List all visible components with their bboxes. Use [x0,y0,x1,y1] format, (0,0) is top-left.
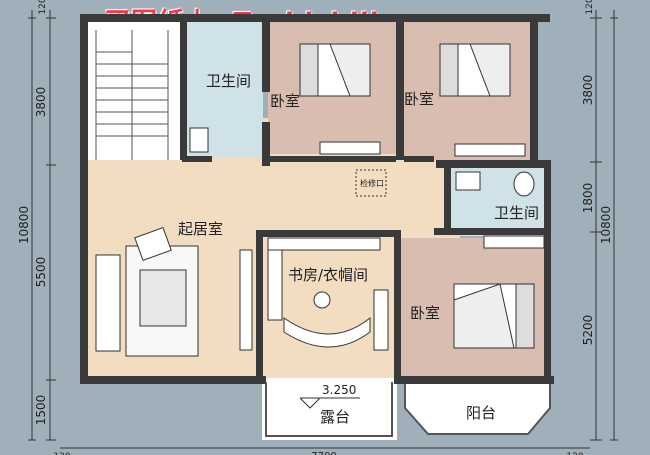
label-bathroom-right: 卫生间 [494,204,539,222]
dim-top-right: 120 [585,0,595,15]
label-terrace: 露台 [320,408,350,426]
dim-right-10800: 10800 [599,206,613,244]
dim-right-1800: 1800 [581,183,595,214]
room-labels: 卫生间 卧室 卧室 卫生间 起居室 书房/衣帽间 卧室 露台 阳台 [178,72,539,426]
dim-left-1500: 1500 [34,395,48,426]
study-chair [313,291,331,309]
dim-right-5200: 5200 [581,315,595,346]
dimension-lines [28,10,618,449]
staircase [95,30,169,160]
level-marker [299,397,360,409]
dimension-labels: 3800 5500 1500 10800 3800 1800 5200 1080… [17,0,613,455]
dim-left-10800: 10800 [17,206,31,244]
bed-bedroom-2 [439,43,511,97]
wardrobes [267,141,545,351]
bed-bedroom-3 [453,283,535,349]
label-level: 3.250 [322,383,356,397]
balcony-floor [405,380,550,434]
bed-bedroom-1 [299,43,371,97]
terrace-floor [262,378,397,440]
label-bedroom-3: 卧室 [410,304,440,322]
label-bedroom-2: 卧室 [404,90,434,108]
walls [80,14,554,384]
dim-left-3800: 3800 [34,87,48,118]
dim-right-3800: 3800 [581,75,595,106]
bathroom-fixtures [189,127,535,197]
dim-left-5500: 5500 [34,257,48,288]
label-bedroom-1: 卧室 [270,92,300,110]
terrace-outline [265,382,551,437]
dim-bottom-right: 120 [566,452,583,455]
label-bathroom-top: 卫生间 [206,72,251,90]
label-study: 书房/衣帽间 [288,266,368,284]
label-living-room: 起居室 [178,220,223,238]
dim-bottom-left: 120 [53,452,70,455]
label-inspection-hatch: 检修口 [360,178,384,188]
dim-top-left: 120 [38,0,48,15]
study-desk [283,316,371,348]
dim-bottom-width: 7700 [311,451,336,455]
label-balcony: 阳台 [466,404,496,422]
sofa-set [95,226,253,357]
